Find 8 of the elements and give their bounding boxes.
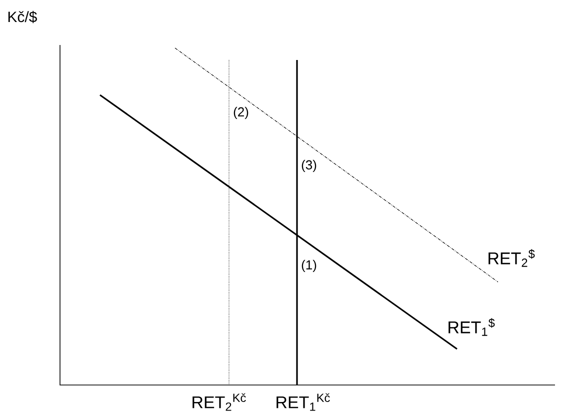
- curve-label: RET$_{1}$$: [448, 318, 495, 336]
- curve-label: RET$_{2}$Kč: [192, 393, 246, 411]
- point-label: (1): [302, 260, 316, 272]
- point-label: (3): [302, 160, 316, 172]
- axis-label: Kč/$: [8, 10, 37, 24]
- point-label: (2): [234, 106, 248, 120]
- curve-label: RET$_{1}$Kč: [276, 393, 330, 411]
- curve-label: RET$_{2}$$: [488, 249, 535, 267]
